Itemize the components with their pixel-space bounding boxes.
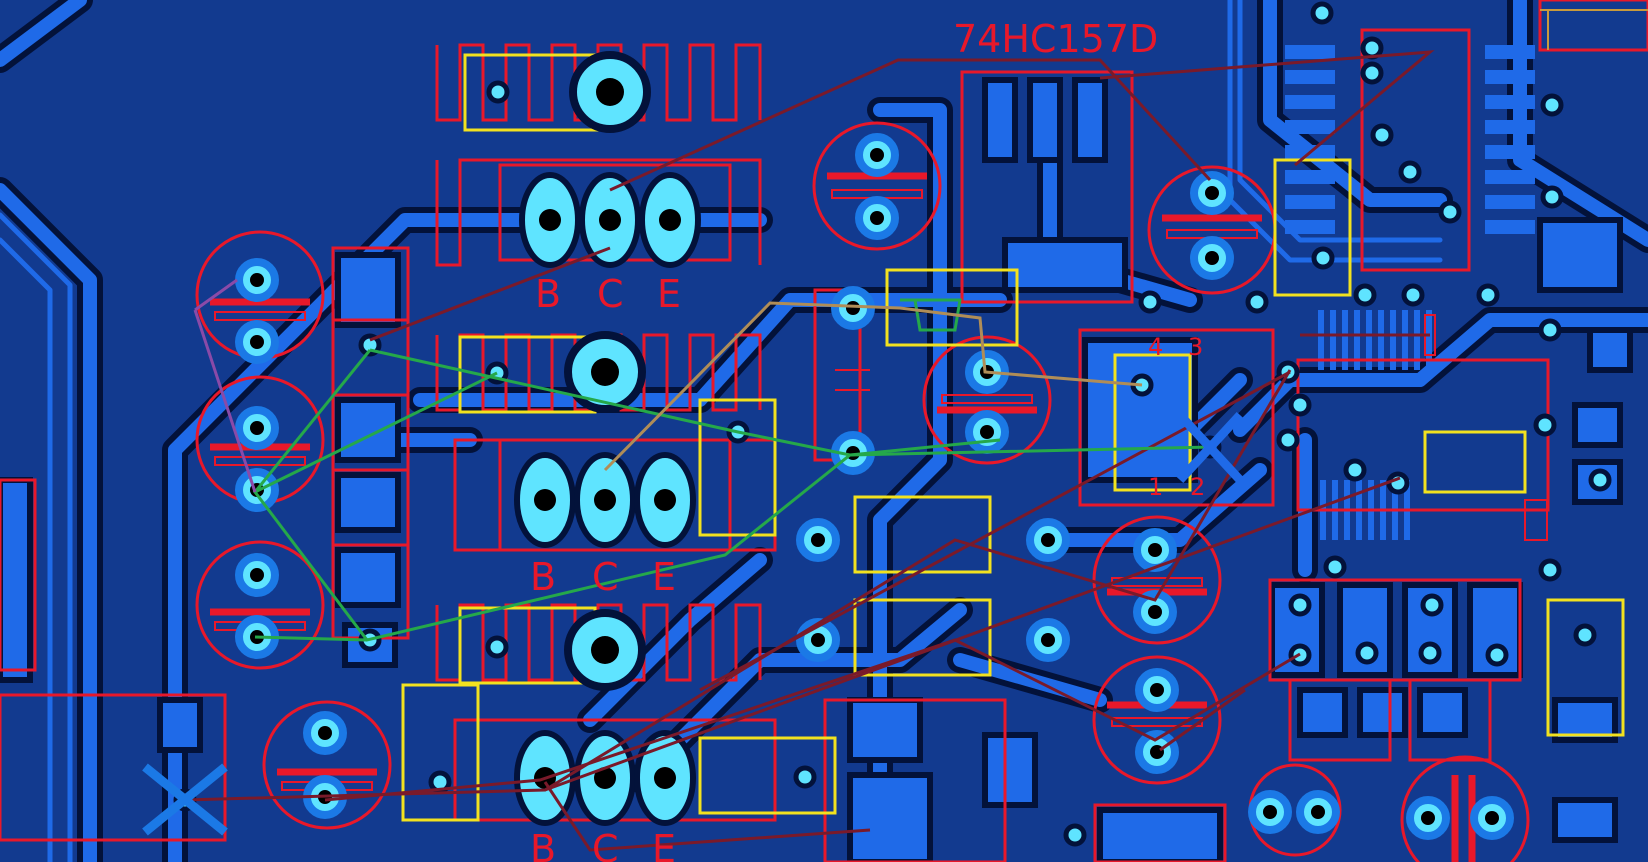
q1-collector-label: C [597,272,624,316]
q2-collector-label: C [592,555,619,599]
ratsnest-lines [184,9,1648,852]
q2-emitter-label: E [652,555,676,599]
q3-collector-label: C [592,827,619,862]
silkscreen-text: 74HC157D B C E B C E B C E 4 3 1 2 [530,17,1205,862]
copper-pours [0,45,1633,862]
pin-1-label: 1 [1148,473,1163,501]
drc-marker-x-2 [1176,411,1244,484]
drc-marker-x [142,763,228,836]
pin-4-label: 4 [1148,333,1163,361]
q3-base-label: B [530,827,556,862]
q3-emitter-label: E [652,827,676,862]
vias [173,1,1612,847]
pin-2-label: 2 [1190,473,1205,501]
ic-label: 74HC157D [953,17,1158,61]
pin-3-label: 3 [1188,333,1203,361]
q2-base-label: B [530,555,556,599]
q1-base-label: B [535,272,561,316]
q1-emitter-label: E [657,272,681,316]
